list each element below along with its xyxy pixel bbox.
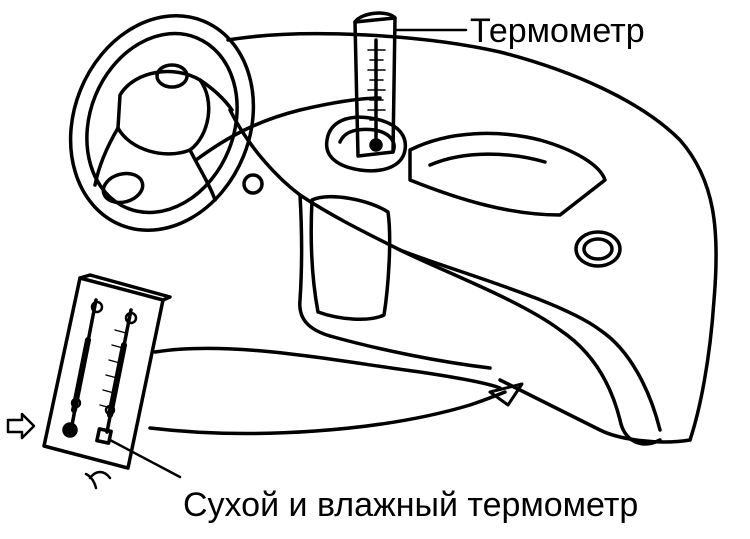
- airflow-outlet-arrow: [84, 470, 112, 490]
- wheel-lower-pad: [101, 171, 145, 205]
- glovebox-curve: [398, 248, 662, 446]
- ignition-knob: [242, 173, 264, 195]
- psychrometer-case: [42, 276, 165, 470]
- right-panel-inner: [428, 152, 547, 167]
- thermometer-upright: [353, 11, 468, 158]
- airflow-inlet-arrow: [6, 412, 36, 440]
- thermometer-case: [353, 16, 397, 158]
- thermometer-bulb: [369, 138, 383, 152]
- airflow: [6, 346, 524, 490]
- horn-button: [155, 63, 189, 89]
- psychrometer-scale: [99, 329, 127, 409]
- psychrometer-nodes: [70, 300, 138, 416]
- thermometer-scale: [367, 49, 386, 121]
- dashboard-top-outline: [226, 32, 718, 442]
- round-vent: [574, 230, 622, 268]
- psychrometer-leader: [108, 438, 182, 479]
- airflow-curve-upper: [153, 346, 502, 390]
- psychrometer-label: Сухой и влажный термометр: [183, 486, 639, 524]
- thermometer-top: [353, 11, 397, 24]
- dry-bulb: [62, 422, 78, 438]
- wheel-spoke-bottom: [188, 148, 217, 202]
- dashboard-bottom-outline: [498, 378, 692, 444]
- psychrometer-case-side: [78, 273, 172, 302]
- steering-column: [198, 78, 234, 112]
- right-panel: [408, 131, 607, 217]
- wheel-spoke-left: [93, 126, 120, 187]
- center-console-left: [298, 193, 332, 338]
- wheel-rim-outer: [68, 14, 256, 232]
- center-console-lower: [328, 334, 492, 370]
- wheel-rim-inner: [85, 31, 239, 215]
- center-vent: [309, 195, 392, 322]
- steering-wheel: [68, 14, 256, 232]
- dashboard: [194, 32, 718, 446]
- wet-column: [107, 342, 127, 418]
- dashboard-inner-edge: [194, 96, 382, 162]
- airflow-curve-lower: [148, 390, 507, 436]
- airflow-arrowhead: [488, 382, 524, 407]
- wet-bulb: [95, 427, 113, 445]
- psychrometer: [42, 273, 182, 479]
- thermometer-label: Термометр: [470, 12, 645, 50]
